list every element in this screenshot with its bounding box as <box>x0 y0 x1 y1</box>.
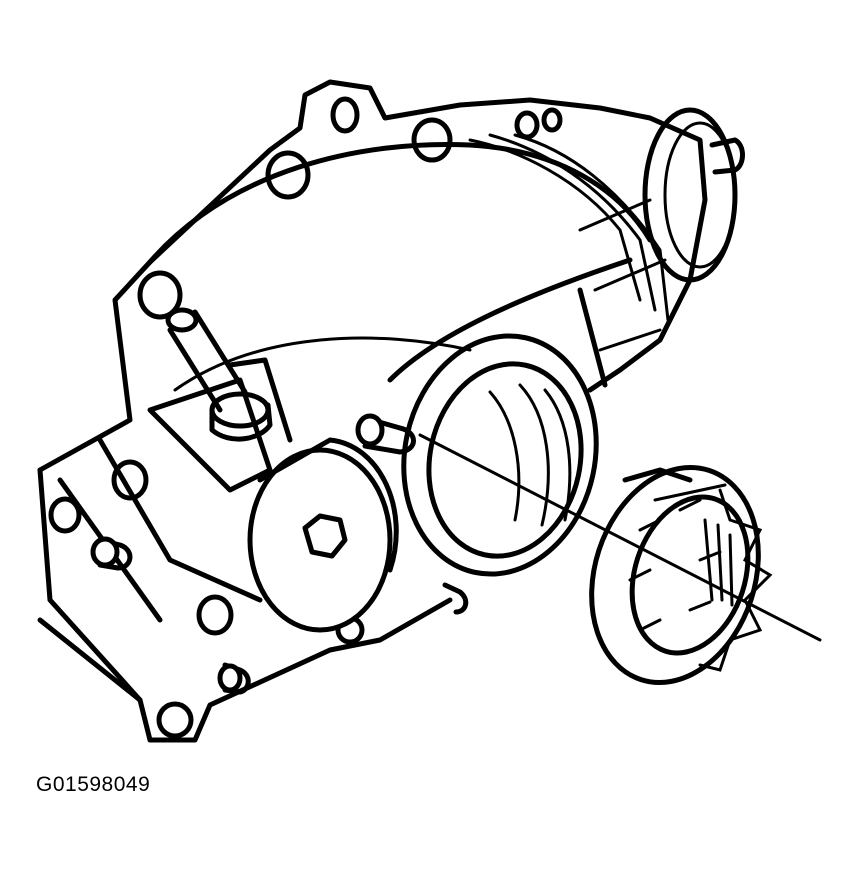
bolt-hole <box>137 270 183 320</box>
bolt-hole <box>156 701 194 739</box>
front-bore <box>401 333 599 577</box>
hex-bolt <box>302 513 348 559</box>
alignment-centerline <box>418 433 822 642</box>
housing-body <box>147 142 653 392</box>
bolt-hole <box>541 107 563 133</box>
bolt-hole <box>265 150 311 200</box>
housing-flange <box>37 79 708 743</box>
bolt-hole <box>330 96 360 134</box>
pivot-boss <box>247 437 399 633</box>
mounting-holes <box>48 96 563 739</box>
figure-id-label: G01598049 <box>36 773 151 796</box>
bolt-hole <box>48 496 82 534</box>
rear-output-flange <box>642 107 745 283</box>
oil-seal <box>589 465 773 685</box>
bolt-hole <box>411 117 453 163</box>
rear-ribs <box>468 133 670 388</box>
dowel-pins <box>90 413 469 695</box>
bolt-hole <box>111 459 149 501</box>
bolt-hole <box>514 110 540 140</box>
bolt-hole <box>196 594 234 636</box>
